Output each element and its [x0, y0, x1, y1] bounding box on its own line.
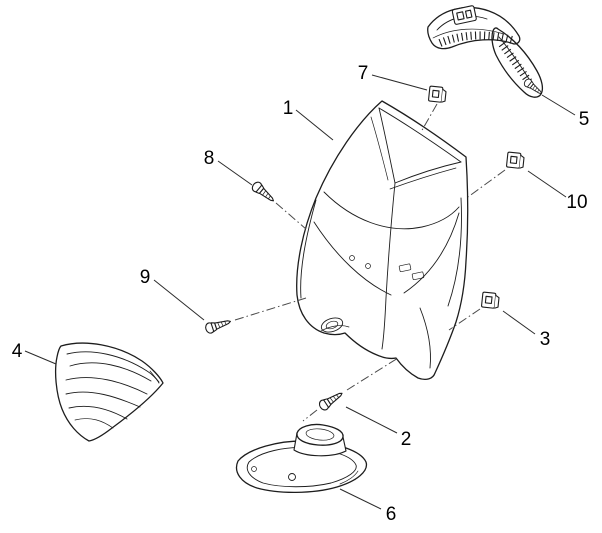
upper-bracket — [451, 5, 477, 25]
axis-screw-2 — [346, 357, 399, 391]
axis-clip-7 — [420, 103, 438, 133]
part-4-front-garnish — [55, 342, 164, 442]
part-9-screw — [203, 315, 233, 335]
leader-5 — [541, 94, 576, 116]
axis-screw-8 — [275, 202, 307, 230]
callout-label-8: 8 — [204, 148, 215, 169]
leader-1 — [295, 109, 334, 141]
callout-labels: 1 2 3 4 5 6 7 8 9 10 — [12, 63, 590, 525]
part-3-clip — [480, 291, 500, 310]
vent-slot — [398, 263, 412, 273]
part-6-lower-cover — [235, 423, 368, 494]
part-7-clip — [427, 85, 447, 104]
callout-label-7: 7 — [358, 63, 369, 84]
callout-label-4: 4 — [12, 341, 23, 362]
leader-6 — [339, 488, 382, 510]
leader-9 — [153, 279, 205, 321]
part-10-clip — [505, 151, 525, 170]
callout-label-6: 6 — [386, 504, 397, 525]
leader-lines — [24, 74, 576, 510]
callout-label-9: 9 — [140, 267, 151, 288]
leader-7 — [371, 74, 428, 91]
leader-4 — [24, 350, 57, 365]
assembly-axis-lines — [234, 103, 506, 422]
callout-label-10: 10 — [566, 192, 587, 213]
part-5-upper-cover — [427, 5, 545, 98]
part-1-front-cowl — [296, 100, 469, 380]
leader-3 — [502, 310, 536, 335]
part-2-screw — [317, 388, 346, 413]
leader-8 — [217, 160, 253, 186]
axis-clip-3 — [448, 308, 481, 331]
axis-screw-2-lower — [302, 409, 318, 422]
leader-2 — [345, 406, 398, 434]
callout-label-2: 2 — [401, 429, 412, 450]
axis-clip-10 — [467, 169, 506, 198]
turn-signal-recess — [320, 317, 344, 333]
leader-10 — [527, 170, 567, 198]
axis-screw-9 — [234, 297, 307, 321]
callout-label-5: 5 — [579, 109, 590, 130]
callout-label-1: 1 — [283, 98, 294, 119]
part-8-screw — [249, 179, 278, 206]
callout-label-3: 3 — [540, 329, 551, 350]
vent-slot — [411, 271, 425, 281]
